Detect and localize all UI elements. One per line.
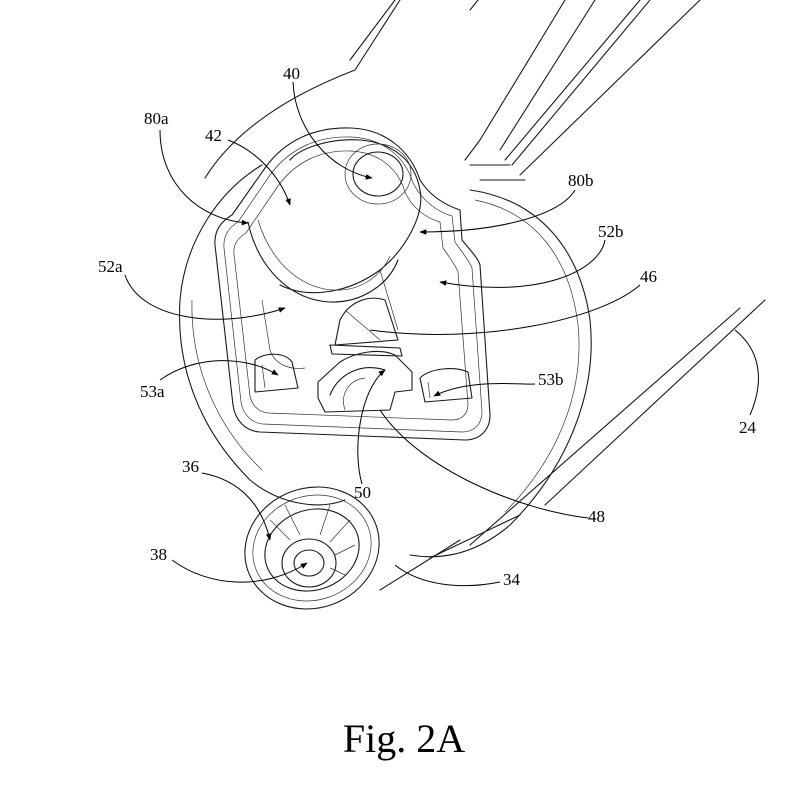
bore-cylinder bbox=[247, 139, 422, 303]
label-40: 40 bbox=[283, 64, 300, 83]
label-48: 48 bbox=[588, 507, 605, 526]
label-36: 36 bbox=[182, 457, 199, 476]
collar-ring bbox=[178, 164, 592, 558]
port-fitting bbox=[244, 486, 380, 610]
label-34: 34 bbox=[503, 570, 521, 589]
label-80b: 80b bbox=[568, 171, 594, 190]
valve-seat bbox=[254, 344, 473, 413]
label-52a: 52a bbox=[98, 257, 123, 276]
reference-labels: 40 42 80a 80b 52a 52b 46 53a 53b 24 36 3… bbox=[98, 64, 757, 589]
label-80a: 80a bbox=[144, 109, 169, 128]
label-38: 38 bbox=[150, 545, 167, 564]
label-42: 42 bbox=[205, 126, 222, 145]
label-52b: 52b bbox=[598, 222, 624, 241]
label-24: 24 bbox=[739, 418, 757, 437]
label-53a: 53a bbox=[140, 382, 165, 401]
figure-caption: Fig. 2A bbox=[342, 716, 466, 761]
label-50: 50 bbox=[354, 483, 371, 502]
chamber bbox=[261, 269, 399, 369]
tube-body bbox=[204, 0, 766, 591]
label-53b: 53b bbox=[538, 370, 564, 389]
housing-frame bbox=[214, 127, 491, 441]
leader-lines bbox=[124, 81, 759, 587]
label-46: 46 bbox=[640, 267, 657, 286]
